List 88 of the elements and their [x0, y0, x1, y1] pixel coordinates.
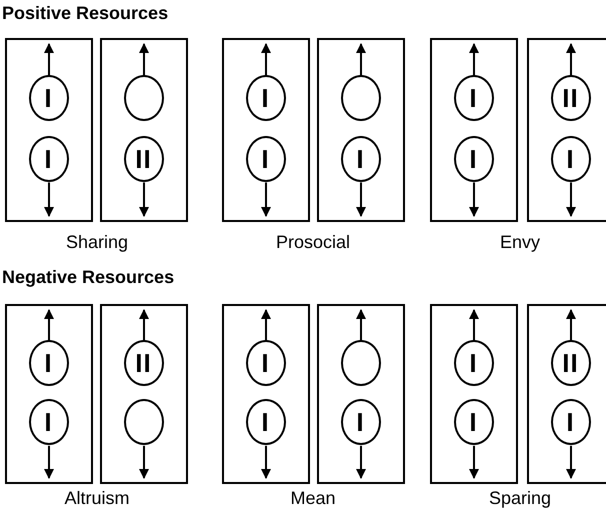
panel-box	[430, 304, 518, 484]
roman-numeral: I	[261, 146, 270, 172]
arrow	[261, 309, 271, 340]
circle	[28, 136, 68, 182]
roman-numeral: I	[469, 85, 478, 112]
roman-numeral: II	[562, 350, 579, 376]
arrow	[261, 182, 271, 217]
circle	[550, 75, 590, 122]
arrow	[469, 446, 479, 479]
circle	[454, 399, 494, 446]
arrow	[356, 182, 366, 217]
arrow	[566, 43, 576, 76]
caption: Altruism	[64, 489, 130, 509]
caption: Sparing	[488, 489, 552, 509]
arrow	[566, 182, 576, 217]
arrow	[44, 43, 54, 76]
panel-box	[5, 304, 93, 484]
panel-box	[100, 304, 188, 484]
roman-numeral: I	[469, 146, 478, 172]
roman-numeral: I	[44, 85, 53, 112]
panel-box	[317, 38, 405, 222]
section-heading: Negative Resources	[2, 268, 174, 288]
circle	[454, 340, 494, 386]
roman-numeral: I	[44, 409, 53, 436]
arrow	[44, 446, 54, 479]
panel-box	[527, 304, 606, 484]
circle	[124, 75, 164, 122]
roman-numeral: I	[356, 146, 365, 172]
arrow	[356, 446, 366, 479]
circle	[454, 136, 494, 182]
circle	[28, 399, 68, 446]
arrow	[139, 43, 149, 76]
circle	[340, 136, 380, 182]
roman-numeral: II	[562, 85, 579, 112]
circle	[246, 399, 286, 446]
caption: Envy	[500, 233, 540, 253]
circle	[246, 75, 286, 122]
roman-numeral: I	[44, 350, 53, 376]
circle	[340, 75, 380, 122]
arrow	[469, 309, 479, 340]
circle	[124, 136, 164, 182]
circle	[246, 136, 286, 182]
arrow	[44, 309, 54, 340]
circle	[550, 399, 590, 446]
roman-numeral: I	[566, 409, 575, 436]
arrow	[261, 43, 271, 76]
arrow	[356, 43, 366, 76]
panel-box	[222, 38, 310, 222]
circle	[124, 399, 164, 446]
arrow	[469, 182, 479, 217]
panel-box	[222, 304, 310, 484]
roman-numeral: I	[261, 85, 270, 112]
roman-numeral: II	[135, 146, 152, 172]
roman-numeral: I	[44, 146, 53, 172]
roman-numeral: I	[261, 409, 270, 436]
arrow	[566, 309, 576, 340]
circle	[340, 340, 380, 386]
arrow	[566, 446, 576, 479]
panel-box	[100, 38, 188, 222]
circle	[550, 340, 590, 386]
caption: Mean	[290, 489, 336, 509]
panel-box	[317, 304, 405, 484]
panel-box	[430, 38, 518, 222]
panel-box	[5, 38, 93, 222]
arrow	[261, 446, 271, 479]
arrow	[44, 182, 54, 217]
circle	[28, 75, 68, 122]
arrow	[139, 182, 149, 217]
section-heading: Positive Resources	[2, 4, 168, 24]
roman-numeral: II	[135, 350, 152, 376]
caption: Prosocial	[276, 233, 350, 253]
roman-numeral: I	[356, 409, 365, 436]
caption: Sharing	[66, 233, 128, 253]
arrow	[139, 309, 149, 340]
circle	[246, 340, 286, 386]
circle	[124, 340, 164, 386]
arrow	[139, 446, 149, 479]
roman-numeral: I	[261, 350, 270, 376]
panel-box	[527, 38, 606, 222]
circle	[28, 340, 68, 386]
circle	[340, 399, 380, 446]
arrow	[469, 43, 479, 76]
circle	[454, 75, 494, 122]
arrow	[356, 309, 366, 340]
roman-numeral: I	[469, 409, 478, 436]
roman-numeral: I	[469, 350, 478, 376]
roman-numeral: I	[566, 146, 575, 172]
circle	[550, 136, 590, 182]
